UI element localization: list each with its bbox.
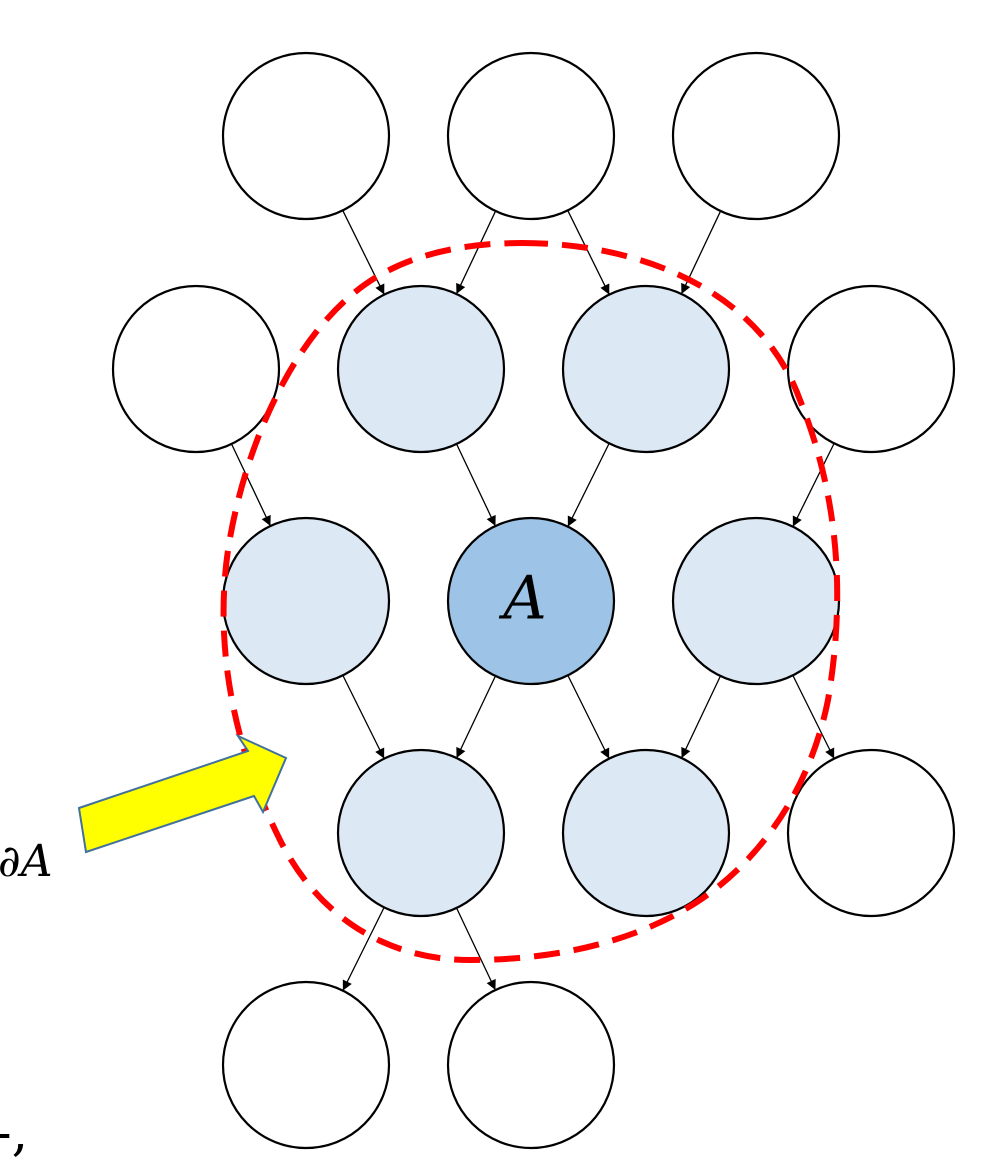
edge-r2c3-r3c2 (567, 443, 610, 527)
node-r3c2: A (446, 516, 616, 686)
edge-r3c2-r4c2 (567, 675, 610, 759)
node-circle-boundary (671, 516, 841, 686)
node-circle-outside (111, 284, 281, 454)
node-circle-boundary (561, 748, 731, 918)
boundary-label: ∂A (0, 836, 53, 887)
node-circle-outside (221, 51, 391, 221)
node-circle-boundary (336, 284, 506, 454)
node-circle-boundary (336, 748, 506, 918)
edge-r1c2-r2c3 (567, 210, 610, 295)
edge-r3c3-r4c3 (792, 675, 835, 759)
node-r5c2 (446, 980, 616, 1150)
node-r1c1 (221, 51, 391, 221)
node-r2c4 (786, 284, 956, 454)
edge-r2c4-r3c3 (792, 443, 835, 527)
node-circle-outside (446, 51, 616, 221)
node-circle-outside (671, 51, 841, 221)
nodes-layer: A (111, 51, 956, 1150)
node-r2c2 (336, 284, 506, 454)
node-r5c1 (221, 980, 391, 1150)
stray-mark: -, (0, 1103, 28, 1163)
boundary-dashed-outline (220, 239, 841, 964)
node-label: A (498, 564, 546, 634)
edge-r4c1-r5c1 (342, 907, 385, 991)
node-circle-outside (786, 284, 956, 454)
node-circle-outside (786, 748, 956, 918)
edge-r3c2-r4c1 (456, 675, 497, 759)
node-circle-center (446, 516, 616, 686)
node-r4c1 (336, 748, 506, 918)
edge-r2c1-r3c1 (230, 443, 271, 527)
edge-r1c1-r2c2 (342, 210, 385, 295)
edge-r1c2-r2c2 (456, 210, 497, 294)
node-r2c1 (111, 284, 281, 454)
node-r1c3 (671, 51, 841, 221)
node-r4c3 (786, 748, 956, 918)
node-r4c2 (561, 748, 731, 918)
yellow-block-arrow-icon (77, 733, 288, 854)
node-r2c3 (561, 284, 731, 454)
edge-r2c2-r3c2 (455, 443, 496, 527)
node-r3c3 (671, 516, 841, 686)
node-circle-boundary (561, 284, 731, 454)
edges-layer (230, 210, 835, 991)
node-circle-outside (221, 980, 391, 1150)
edge-r4c1-r5c2 (455, 907, 496, 991)
node-r3c1 (221, 516, 391, 686)
edge-r3c3-r4c2 (681, 675, 722, 759)
node-circle-boundary (221, 516, 391, 686)
node-circle-outside (446, 980, 616, 1150)
node-r1c2 (446, 51, 616, 221)
edge-r3c1-r4c1 (342, 675, 385, 759)
